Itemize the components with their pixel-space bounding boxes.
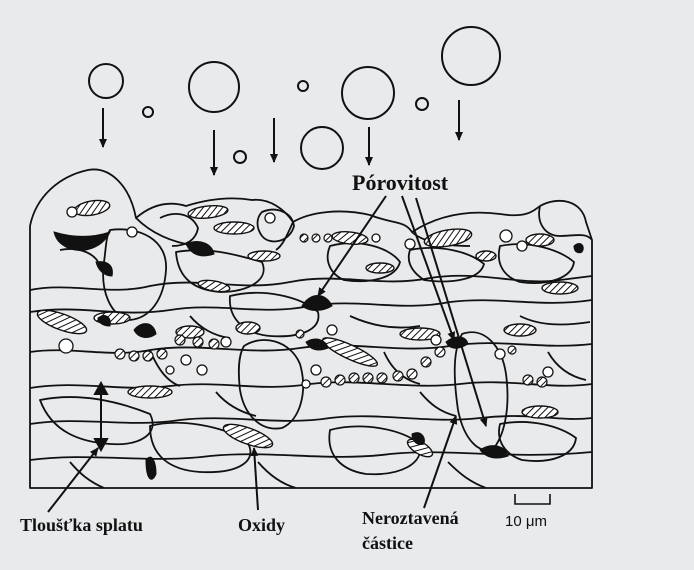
- unmelted-arrow-2: [424, 416, 456, 508]
- void: [67, 207, 77, 217]
- droplet: [342, 67, 394, 119]
- oxide-dot: [193, 337, 203, 347]
- pore: [186, 242, 214, 256]
- oxide: [248, 251, 280, 261]
- oxide-dot: [523, 375, 533, 385]
- oxide: [236, 322, 260, 334]
- void: [197, 365, 207, 375]
- void: [127, 227, 137, 237]
- oxide-dot: [115, 349, 125, 359]
- oxide-dot: [324, 234, 332, 242]
- void: [181, 355, 191, 365]
- oxide-dot: [300, 234, 308, 242]
- void: [311, 365, 321, 375]
- label-unmelted-line2: částice: [362, 533, 413, 553]
- pointer-arrows: [48, 196, 486, 512]
- void: [59, 339, 73, 353]
- pore: [134, 324, 156, 338]
- oxide: [526, 234, 554, 246]
- droplet: [234, 151, 246, 163]
- oxide: [197, 278, 230, 293]
- void: [302, 380, 310, 388]
- oxide-dot: [393, 371, 403, 381]
- oxide-dot: [157, 349, 167, 359]
- droplet: [301, 127, 343, 169]
- scale-bar: [515, 494, 550, 504]
- droplet: [416, 98, 428, 110]
- incoming-droplets: [89, 27, 500, 169]
- void: [543, 367, 553, 377]
- oxide-dot: [209, 339, 219, 349]
- void: [265, 213, 275, 223]
- oxide: [542, 282, 578, 294]
- label-unmelted-line1: Neroztavená: [362, 508, 459, 528]
- pore: [574, 244, 583, 253]
- pore: [302, 296, 332, 311]
- oxide-dot: [349, 373, 359, 383]
- void: [327, 325, 337, 335]
- oxide-dot: [335, 375, 345, 385]
- void: [517, 241, 527, 251]
- oxides-arrow: [254, 448, 258, 510]
- label-splat-thickness: Tloušťka splatu: [20, 515, 143, 535]
- oxide-dot: [363, 373, 373, 383]
- scale-bar-label: 10 μm: [505, 513, 547, 530]
- oxide-dot: [312, 234, 320, 242]
- splat-boundary: [30, 276, 592, 290]
- pore: [54, 232, 110, 250]
- oxide-dot: [508, 346, 516, 354]
- droplet: [442, 27, 500, 85]
- oxide: [128, 386, 172, 398]
- oxide-dot: [421, 357, 431, 367]
- label-porosity: Pórovitost: [352, 170, 449, 195]
- void: [431, 335, 441, 345]
- void: [405, 239, 415, 249]
- oxide: [522, 406, 558, 418]
- oxide: [73, 198, 111, 218]
- pore: [146, 457, 156, 479]
- oxide: [476, 251, 496, 261]
- void: [372, 234, 380, 242]
- pore: [446, 337, 468, 348]
- oxide-dot: [321, 377, 331, 387]
- void: [500, 230, 512, 242]
- pore: [96, 262, 112, 276]
- oxide: [320, 333, 380, 371]
- impact-arrows: [103, 100, 459, 175]
- void: [221, 337, 231, 347]
- oxide-dot: [175, 335, 185, 345]
- oxide-dot: [435, 347, 445, 357]
- void: [495, 349, 505, 359]
- oxide: [504, 324, 536, 336]
- oxide: [366, 263, 394, 273]
- oxide-dot: [377, 373, 387, 383]
- oxide-dot: [143, 351, 153, 361]
- void: [166, 366, 174, 374]
- oxide-dot: [296, 330, 304, 338]
- droplet: [189, 62, 239, 112]
- label-oxides: Oxidy: [238, 515, 285, 535]
- oxide-dot: [129, 351, 139, 361]
- droplet: [89, 64, 123, 98]
- droplet: [143, 107, 153, 117]
- pore: [98, 316, 110, 326]
- oxide-dot: [537, 377, 547, 387]
- droplet: [298, 81, 308, 91]
- oxide: [214, 222, 254, 234]
- thickness-double-arrow: [95, 383, 107, 450]
- oxide: [331, 230, 368, 246]
- oxide: [221, 420, 275, 453]
- oxide-dot: [407, 369, 417, 379]
- oxide: [187, 204, 228, 220]
